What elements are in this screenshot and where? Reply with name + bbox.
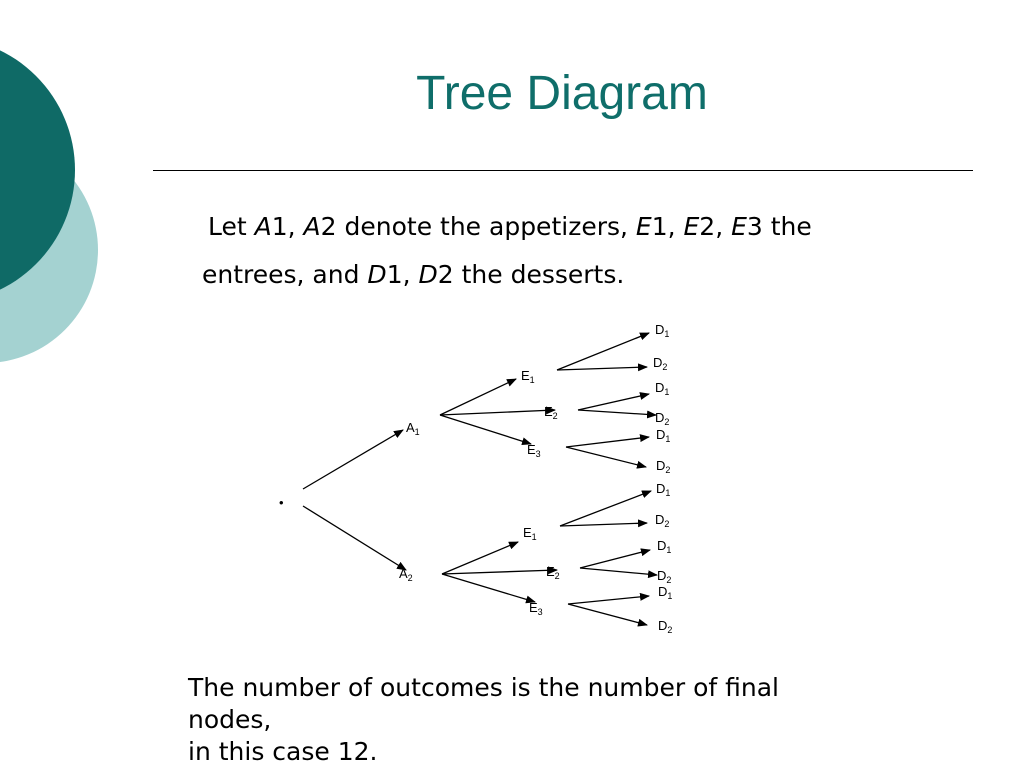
edge-a1-e1-d2: [556, 363, 648, 372]
edge-a2-e1-d1: [559, 490, 652, 527]
node-a1-e3-d1: D1: [656, 427, 670, 444]
node-a2-e3-d1: D1: [658, 584, 672, 601]
intro-line-2: entrees, and D1, D2 the desserts.: [202, 260, 625, 289]
edge-root-a1: [302, 429, 404, 490]
edge-a1-e2-d2: [577, 409, 657, 419]
edge-a2-e3: [441, 573, 536, 604]
edge-a2-e1-d2: [559, 519, 648, 528]
node-a1-e2-d2: D2: [655, 410, 669, 427]
edge-a1-e3-d2: [565, 446, 647, 469]
edge-a1-e3-d1: [565, 434, 650, 448]
node-a1-e1-d1: D1: [655, 322, 669, 339]
edge-a2-e3-d1: [567, 592, 650, 605]
node-a2-e2-d1: D1: [657, 538, 671, 555]
edge-a2-e1: [441, 541, 519, 575]
conclusion-text: The number of outcomes is the number of …: [188, 672, 868, 768]
intro-text: Let A1, A2 denote the appetizers, E1, E2…: [202, 203, 962, 299]
node-a2: A2: [399, 566, 413, 583]
node-a1: A1: [406, 420, 420, 437]
node-a2-e1: E1: [523, 525, 537, 542]
edge-a2-e2: [441, 566, 558, 575]
tree-edges: [302, 332, 658, 627]
node-a2-e3: E3: [529, 600, 543, 617]
node-a2-e1-d2: D2: [655, 512, 669, 529]
edge-root-a2: [302, 505, 407, 571]
node-a1-e1-d2: D2: [653, 355, 667, 372]
edge-a1-e1-d1: [556, 332, 650, 371]
edge-a2-e2-d2: [579, 567, 658, 579]
tree-labels: •A1E1D1D2E2D1D2E3D1D2A2E1D1D2E2D1D2E3D1D…: [279, 322, 672, 635]
conclusion-line-1: The number of outcomes is the number of …: [188, 673, 780, 702]
edge-a1-e2-d1: [577, 392, 650, 411]
node-a2-e3-d2: D2: [658, 618, 672, 635]
decorative-circles: [0, 50, 98, 362]
node-a2-e2: E2: [546, 564, 560, 581]
conclusion-line-3: in this case 12.: [188, 737, 378, 766]
node-a1-e1: E1: [521, 368, 535, 385]
intro-line-1: Let A1, A2 denote the appetizers, E1, E2…: [208, 212, 812, 241]
edge-a1-e3: [439, 414, 532, 446]
node-a2-e1-d1: D1: [656, 481, 670, 498]
slide-title: Tree Diagram: [416, 67, 708, 120]
edge-a1-e1: [439, 378, 517, 416]
node-a1-e3: E3: [527, 442, 541, 459]
conclusion-line-2: nodes,: [188, 705, 272, 734]
edge-a2-e2-d1: [579, 548, 651, 569]
edge-a1-e2: [439, 406, 556, 416]
edge-a2-e3-d2: [567, 603, 648, 627]
title-divider: [153, 170, 973, 171]
root-node: •: [279, 495, 284, 510]
node-a1-e2-d1: D1: [655, 380, 669, 397]
dark-teal-circle: [0, 50, 75, 290]
node-a1-e3-d2: D2: [656, 458, 670, 475]
node-a2-e2-d2: D2: [657, 568, 671, 585]
node-a1-e2: E2: [544, 404, 558, 421]
